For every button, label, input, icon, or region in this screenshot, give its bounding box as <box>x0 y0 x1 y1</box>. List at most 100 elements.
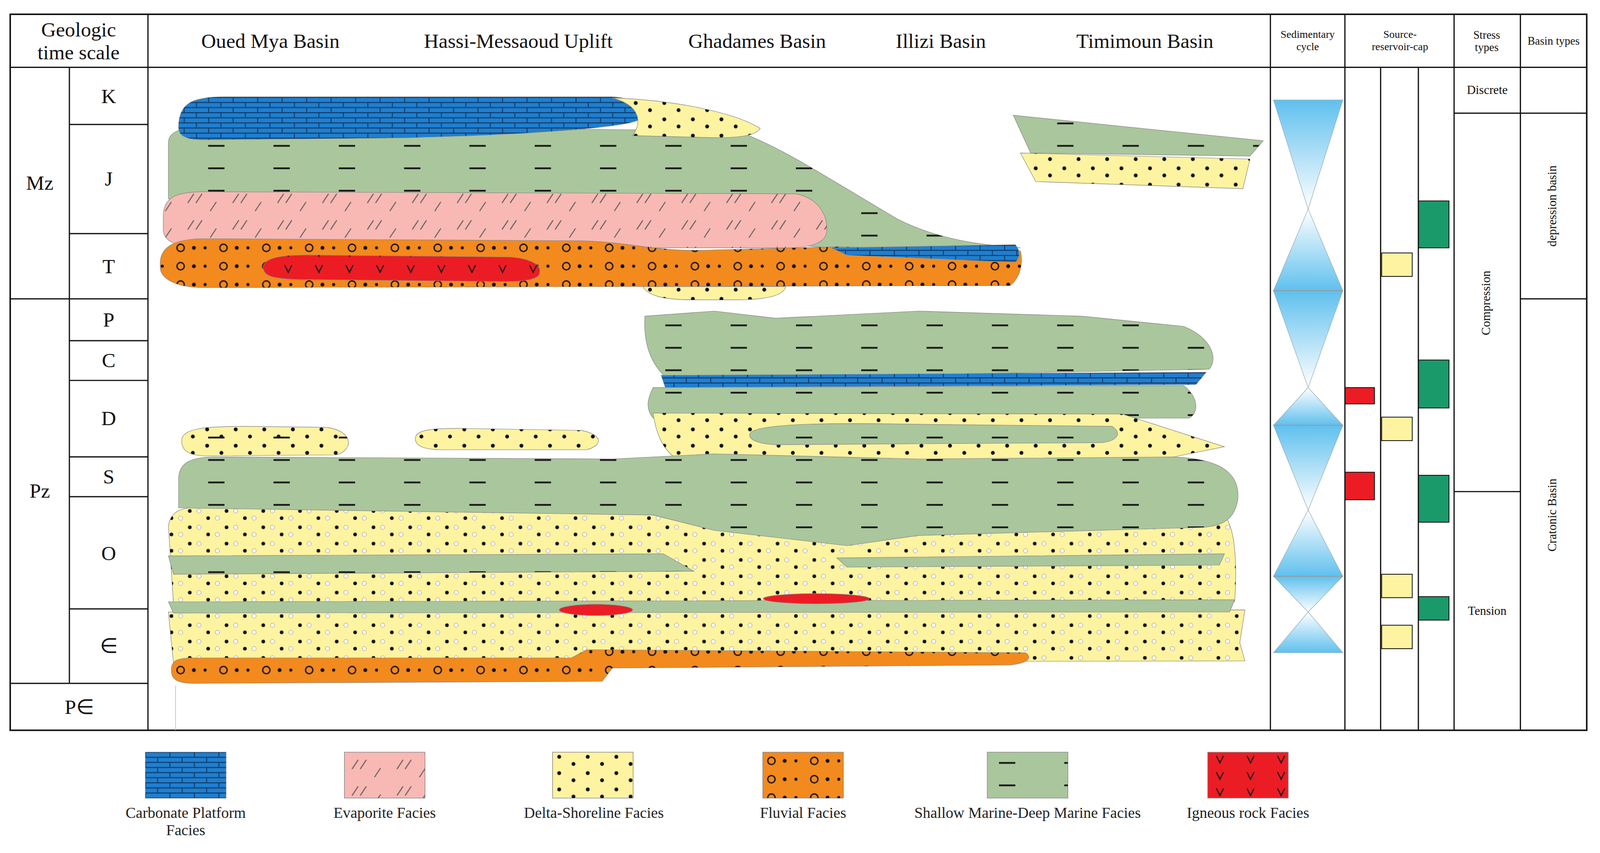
basin-type-label: Cratonic Basin <box>1546 478 1560 552</box>
era-label-cell: Mz <box>10 67 70 300</box>
basin-header-cell: Oued Mya Basin <box>188 14 353 68</box>
sedimentary-cycle-part <box>1273 387 1343 426</box>
source-reservoir-cap-marks-part <box>1381 417 1413 441</box>
period-label-cell: D <box>69 380 148 458</box>
sedimentary-cycle-part <box>1273 290 1343 388</box>
source-reservoir-cap-marks-part <box>1418 475 1449 523</box>
facies-bodies-part <box>178 96 641 140</box>
sedimentary-cycle <box>1273 99 1343 654</box>
facies-bodies-part <box>178 454 1238 546</box>
column-header-cell: Source-reservoir-cap <box>1363 14 1437 68</box>
basin-header: Hassi-Messaoud Uplift <box>423 29 613 53</box>
basin-header-cell: Illizi Basin <box>879 14 1002 68</box>
source-reservoir-cap-marks-part <box>1381 574 1413 598</box>
swatch-pattern <box>552 752 634 799</box>
facies-bodies-part <box>168 554 695 575</box>
period-label: ∈ <box>99 634 118 658</box>
period-label-cell: ∈ <box>69 609 148 684</box>
legend-item: Fluvial Facies <box>762 752 844 800</box>
source-reservoir-cap-marks-part <box>1381 625 1413 649</box>
period-label: T <box>102 255 115 278</box>
column-header: Stress types <box>1461 28 1513 54</box>
stress-label: Tension <box>1468 605 1507 620</box>
period-label-cell: O <box>69 496 148 610</box>
basin-type-label: depression basin <box>1546 165 1560 247</box>
period-label: O <box>101 541 116 565</box>
period-label-cell: K <box>69 67 148 125</box>
swatch-pattern <box>145 752 227 799</box>
column-header-cell: Geologic time scale <box>27 14 130 68</box>
legend-text: Carbonate Platform Facies <box>119 805 253 841</box>
legend-swatch <box>552 752 634 800</box>
era-label-cell: P∈ <box>10 683 148 731</box>
basin-header: Timimoun Basin <box>1076 29 1214 53</box>
facies-bodies-part <box>160 238 1022 288</box>
facies-bodies-part <box>181 426 349 457</box>
legend-swatch <box>986 752 1069 800</box>
sedimentary-cycle-part <box>1273 510 1343 577</box>
swatch-fill <box>552 752 634 799</box>
column-header: Geologic time scale <box>27 17 130 64</box>
facies-bodies-part <box>763 593 870 604</box>
facies-bodies-part <box>661 372 1207 388</box>
legend-item: Igneous rock Facies <box>1207 752 1289 800</box>
legend-text: Igneous rock Facies <box>1145 805 1350 823</box>
column-header: Sedimentary cycle <box>1273 28 1342 53</box>
swatch-pattern <box>762 752 844 799</box>
column-header: Basin types <box>1527 34 1580 48</box>
facies-bodies-part <box>749 423 1118 445</box>
stress-label: Compression <box>1479 270 1494 336</box>
sedimentary-cycle-part <box>1273 209 1343 291</box>
legend-item: Evaporite Facies <box>344 752 426 800</box>
stress-label-cell: Compression <box>1471 200 1502 405</box>
facies-bodies-part <box>263 255 540 282</box>
facies-bodies-part <box>836 554 1225 568</box>
facies-bodies-part <box>559 604 633 617</box>
facies-bodies-part <box>644 311 1214 380</box>
legend-item: Shallow Marine-Deep Marine Facies <box>986 752 1069 800</box>
period-label-cell: T <box>69 233 148 299</box>
facies-bodies-part <box>1020 152 1250 189</box>
stress-label-cell: Tension <box>1453 596 1521 628</box>
period-label-cell: S <box>69 457 148 497</box>
facies-bodies-part <box>263 255 540 282</box>
period-label-cell: P <box>69 298 148 341</box>
facies-bodies-part <box>1013 115 1264 157</box>
facies-bodies-part <box>415 428 599 450</box>
facies-bodies-part <box>168 600 1235 614</box>
table-grid <box>10 14 1587 731</box>
column-header-cell: Sedimentary cycle <box>1273 14 1342 68</box>
swatch-fill <box>762 752 844 799</box>
sedimentary-cycle-part <box>1273 576 1343 612</box>
facies-bodies-part <box>160 238 1022 288</box>
facies-bodies-part <box>831 245 1020 263</box>
legend-item: Delta-Shoreline Facies <box>552 752 634 800</box>
sedimentary-cycle-part <box>1273 99 1343 210</box>
facies-bodies-part <box>178 454 1238 546</box>
source-reservoir-cap-marks-part <box>1381 253 1413 277</box>
facies-bodies-part <box>612 98 761 138</box>
column-header: Source-reservoir-cap <box>1363 28 1437 53</box>
facies-bodies-part <box>171 649 1030 684</box>
period-label: P <box>103 308 115 332</box>
period-label-cell: J <box>69 124 148 234</box>
facies-bodies <box>160 96 1264 684</box>
basin-type-label-cell: Cratonic Basin <box>1537 413 1569 618</box>
swatch-fill <box>145 752 227 799</box>
legend-text: Delta-Shoreline Facies <box>481 805 706 823</box>
source-reservoir-cap-marks-part <box>1344 387 1375 405</box>
source-reservoir-cap-marks-part <box>1418 596 1449 621</box>
swatch-fill <box>987 752 1068 799</box>
period-label: D <box>101 407 116 431</box>
basin-header: Illizi Basin <box>895 29 986 53</box>
facies-bodies-part <box>643 286 786 300</box>
facies-bodies-part <box>168 600 1235 614</box>
legend-swatch <box>344 752 426 800</box>
facies-bodies-part <box>171 649 1030 684</box>
basin-header: Oued Mya Basin <box>201 29 340 53</box>
period-label-cell: C <box>69 340 148 381</box>
legend-item: Carbonate Platform Facies <box>145 752 227 800</box>
facies-bodies-part <box>661 372 1207 388</box>
facies-bodies-part <box>168 554 695 575</box>
